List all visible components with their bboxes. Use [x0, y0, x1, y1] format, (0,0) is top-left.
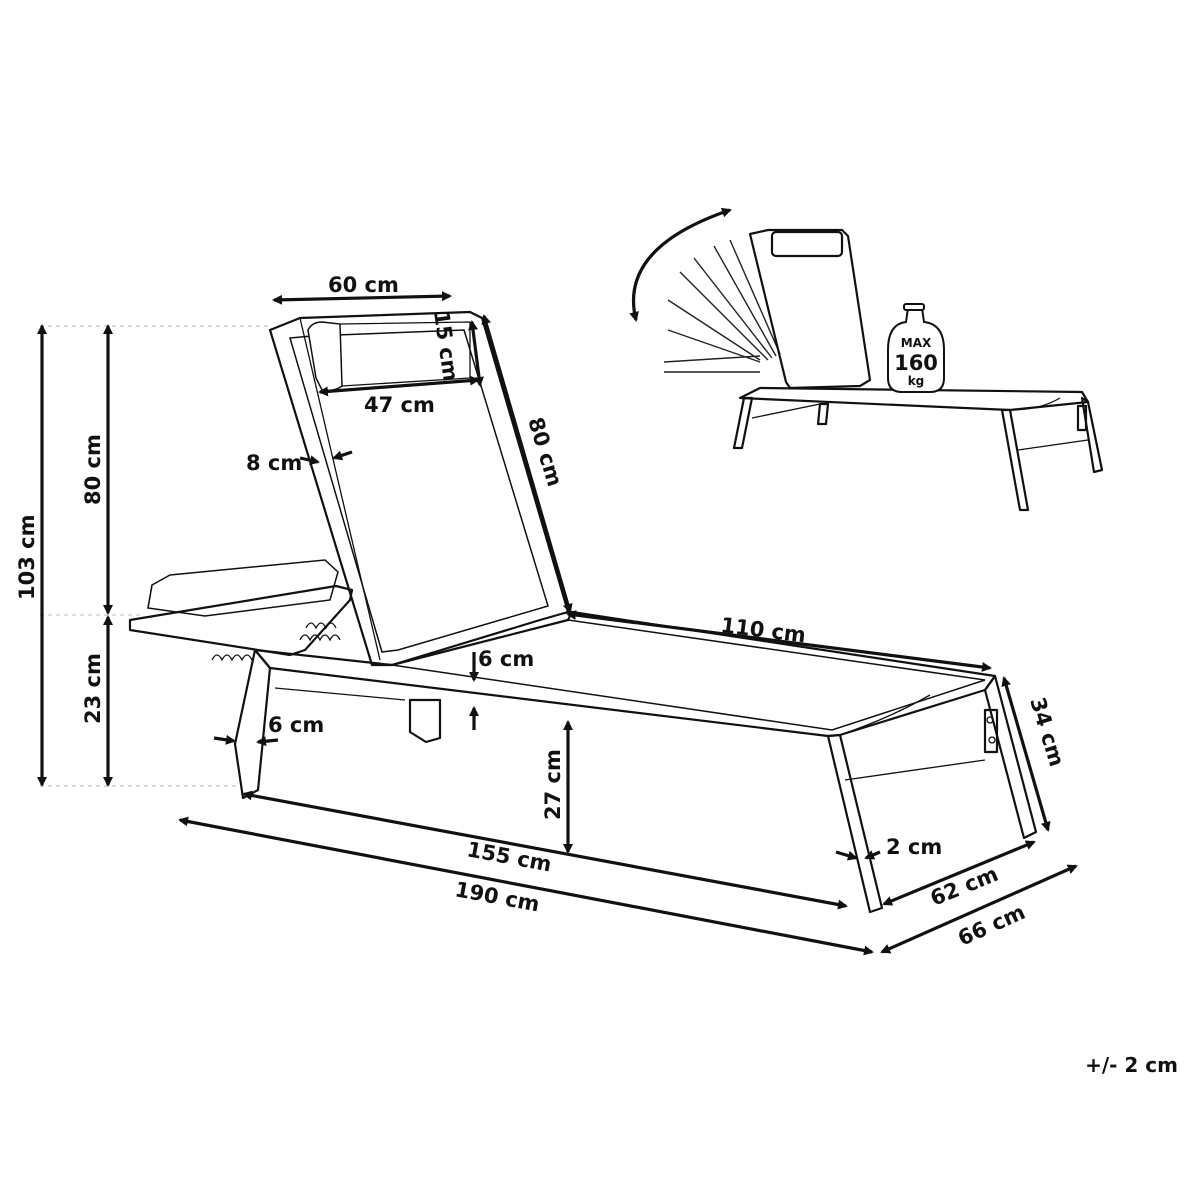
arrow-leg-thickness-right [864, 850, 881, 860]
arrow-headrest-height [468, 320, 484, 387]
arrow-width-top [272, 291, 452, 305]
wheel-bracket [983, 708, 999, 754]
adjuster-teeth [211, 622, 341, 662]
arrow-back-length [481, 314, 573, 614]
label-headrest-width: 47 cm [364, 393, 435, 417]
label-leg-width: 6 cm [268, 713, 324, 737]
arrow-outer-width [880, 864, 1078, 954]
inset-leg-mid [816, 402, 830, 426]
inset-leg-left [732, 396, 754, 450]
recline-positions [663, 239, 781, 373]
arrow-leg-thickness-left [835, 850, 858, 861]
footrest-cushion [147, 559, 339, 617]
badge-unit: kg [908, 374, 925, 388]
label-clearance: 27 cm [541, 749, 565, 820]
inset-headrest [770, 230, 844, 258]
arrow-leg-width-right [256, 736, 279, 747]
recline-rotation-arrow [629, 207, 732, 322]
inset-leg-right-front [1000, 408, 1030, 512]
badge-max-label: MAX [901, 336, 932, 350]
leg-front-right [826, 733, 884, 914]
label-foot-length: 34 cm [1025, 694, 1069, 769]
dimension-arrows [37, 291, 1078, 956]
inset-wheel-bracket [1076, 404, 1088, 432]
label-back-height: 80 cm [81, 434, 105, 505]
tolerance-note: +/- 2 cm [1085, 1053, 1178, 1077]
badge-value: 160 [894, 351, 938, 375]
max-load-badge: MAX 160 kg [887, 303, 945, 393]
label-seat-gap: 6 cm [478, 647, 534, 671]
leg-front-left [233, 648, 272, 800]
label-total-height: 103 cm [15, 515, 39, 600]
label-seat-height: 23 cm [81, 653, 105, 724]
arrow-foot-length [1001, 676, 1051, 832]
center-leg [408, 698, 442, 744]
height-guides [40, 325, 270, 787]
label-total-length: 190 cm [453, 877, 541, 916]
arrow-total-length [178, 816, 874, 956]
arrow-headrest-width [318, 375, 480, 397]
seat-fabric [391, 619, 986, 731]
recline-inset [629, 207, 1104, 512]
label-width-top: 60 cm [328, 273, 399, 297]
arrow-frame-side-left [299, 455, 320, 466]
arrow-leg-width-left [213, 734, 236, 745]
arrow-frame-side-right [332, 450, 353, 461]
lounger-main-drawing [128, 310, 1038, 914]
arrow-seat-length [566, 610, 992, 672]
inset-leg-right-rear [1080, 396, 1104, 474]
inset-backrest [748, 228, 872, 390]
weight-icon [887, 307, 945, 393]
label-frame-side: 8 cm [246, 451, 302, 475]
label-outer-width: 66 cm [954, 900, 1029, 951]
inset-seat [738, 386, 1090, 412]
label-leg-thickness: 2 cm [886, 835, 942, 859]
label-seat-length: 110 cm [719, 613, 807, 647]
